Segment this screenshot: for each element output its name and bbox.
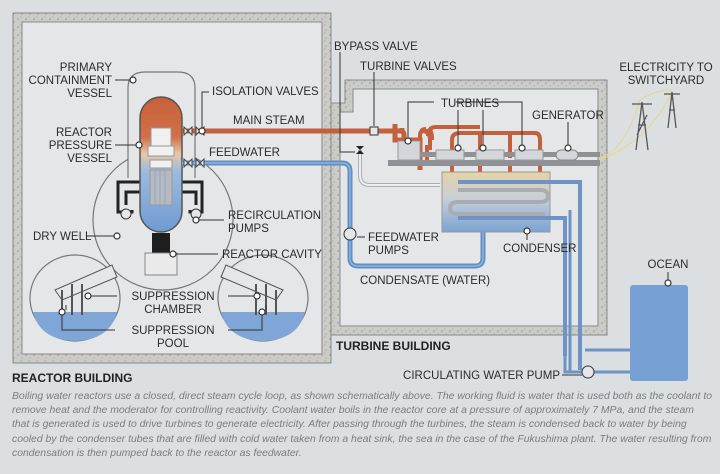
reactor-pressure-vessel	[139, 96, 183, 276]
circulating-water-pipes	[563, 182, 630, 374]
label-suppression-pool-1: SUPPRESSION	[131, 325, 214, 337]
leader-lines	[58, 52, 672, 376]
label-generator: GENERATOR	[532, 110, 604, 122]
recirculation-loops	[116, 180, 204, 214]
suppression-chamber-left	[29, 254, 121, 342]
ocean	[630, 285, 688, 381]
generator	[555, 149, 579, 161]
label-turbine-valves: TURBINE VALVES	[360, 61, 457, 73]
label-recirculation-2: PUMPS	[228, 223, 269, 235]
label-electricity-1: ELECTRICITY TO	[619, 62, 712, 74]
label-rpv-3: VESSEL	[67, 153, 112, 165]
label-suppression-chamber-2: CHAMBER	[144, 304, 202, 316]
label-rpv-2: PRESSURE	[49, 140, 113, 152]
control-rod-drive	[152, 233, 170, 253]
label-feedwater-pumps-1: FEEDWATER	[368, 232, 439, 244]
label-primary-containment-2: CONTAINMENT	[29, 75, 112, 87]
reactor-cavity	[144, 252, 178, 276]
turbine-shaft	[420, 152, 600, 157]
label-feedwater-pumps-2: PUMPS	[368, 245, 409, 257]
label-suppression-chamber-1: SUPPRESSION	[131, 291, 214, 303]
label-condenser: CONDENSER	[503, 243, 576, 255]
power-lines	[599, 89, 673, 161]
suppression-chamber-right	[217, 254, 309, 342]
label-turbine-building: TURBINE BUILDING	[336, 339, 451, 353]
bypass-valve	[356, 146, 364, 154]
pylon-icon	[632, 91, 680, 151]
label-primary-containment-1: PRIMARY	[60, 62, 113, 74]
label-condensate: CONDENSATE (WATER)	[360, 275, 490, 287]
label-turbines: TURBINES	[441, 98, 499, 110]
feedwater-pump	[343, 227, 357, 241]
label-rpv-1: REACTOR	[56, 127, 112, 139]
label-circulating-water-pump: CIRCULATING WATER PUMP	[403, 370, 560, 382]
label-recirculation-1: RECIRCULATION	[228, 210, 321, 222]
turbine-foundation	[388, 160, 600, 166]
label-dry-well: DRY WELL	[33, 231, 92, 243]
label-ocean: OCEAN	[648, 259, 689, 271]
label-primary-containment-3: VESSEL	[67, 88, 112, 100]
recirculation-pump-left	[120, 208, 132, 220]
label-electricity-2: SWITCHYARD	[628, 75, 704, 87]
label-reactor-cavity: REACTOR CAVITY	[222, 249, 322, 261]
figure-caption: Boiling water reactors use a closed, dir…	[12, 391, 712, 459]
label-reactor-building: REACTOR BUILDING	[12, 371, 132, 385]
label-suppression-pool-2: POOL	[157, 338, 190, 350]
label-feedwater: FEEDWATER	[209, 147, 280, 159]
label-main-steam: MAIN STEAM	[233, 115, 305, 127]
turbines	[397, 140, 544, 161]
label-isolation-valves: ISOLATION VALVES	[212, 86, 319, 98]
turbine-valve	[369, 126, 379, 136]
circulating-water-pump	[581, 365, 595, 379]
label-bypass-valve: BYPASS VALVE	[334, 41, 418, 53]
